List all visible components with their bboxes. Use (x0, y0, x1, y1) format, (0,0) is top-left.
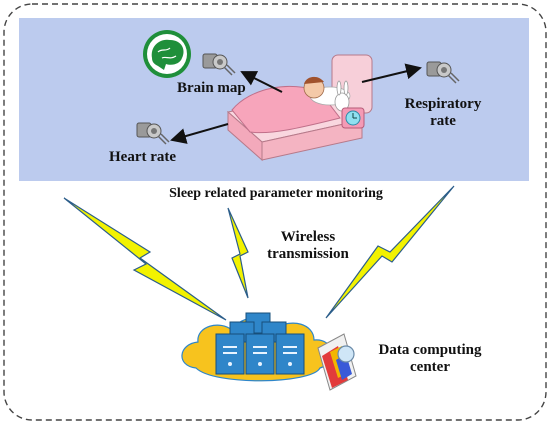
bed-icon (226, 54, 373, 162)
label-center-line2: center (410, 359, 450, 376)
label-data-computing-center: Data computing center (368, 342, 492, 377)
outer-frame (3, 3, 547, 421)
server-icon (215, 312, 305, 375)
label-heart-rate: Heart rate (109, 149, 177, 165)
lightning-icon (325, 185, 455, 319)
clock-icon (341, 107, 365, 129)
label-wireless-line1: Wireless (280, 229, 336, 245)
label-center-line1: Data computing (378, 342, 482, 358)
label-respiratory-line1: Respiratory (404, 96, 482, 112)
arrow-to-respiratory (361, 63, 422, 83)
arrow-to-heart-rate (170, 123, 229, 144)
lightning-icon (227, 207, 249, 299)
label-wireless-line2: transmission (267, 246, 349, 263)
sensor-icon (202, 53, 236, 76)
sensor-icon (136, 122, 170, 145)
arrow-to-brain-map (240, 71, 283, 93)
panel-caption: Sleep related parameter monitoring (169, 186, 383, 201)
label-respiratory-line2: rate (430, 113, 456, 130)
brain-icon (143, 30, 191, 78)
chart-icon (317, 333, 357, 391)
label-respiratory-rate: Respiratory rate (398, 96, 488, 131)
sensor-icon (426, 61, 460, 84)
label-brain-map: Brain map (177, 80, 246, 96)
label-wireless-transmission: Wireless transmission (248, 229, 368, 264)
lightning-icon (63, 197, 227, 321)
